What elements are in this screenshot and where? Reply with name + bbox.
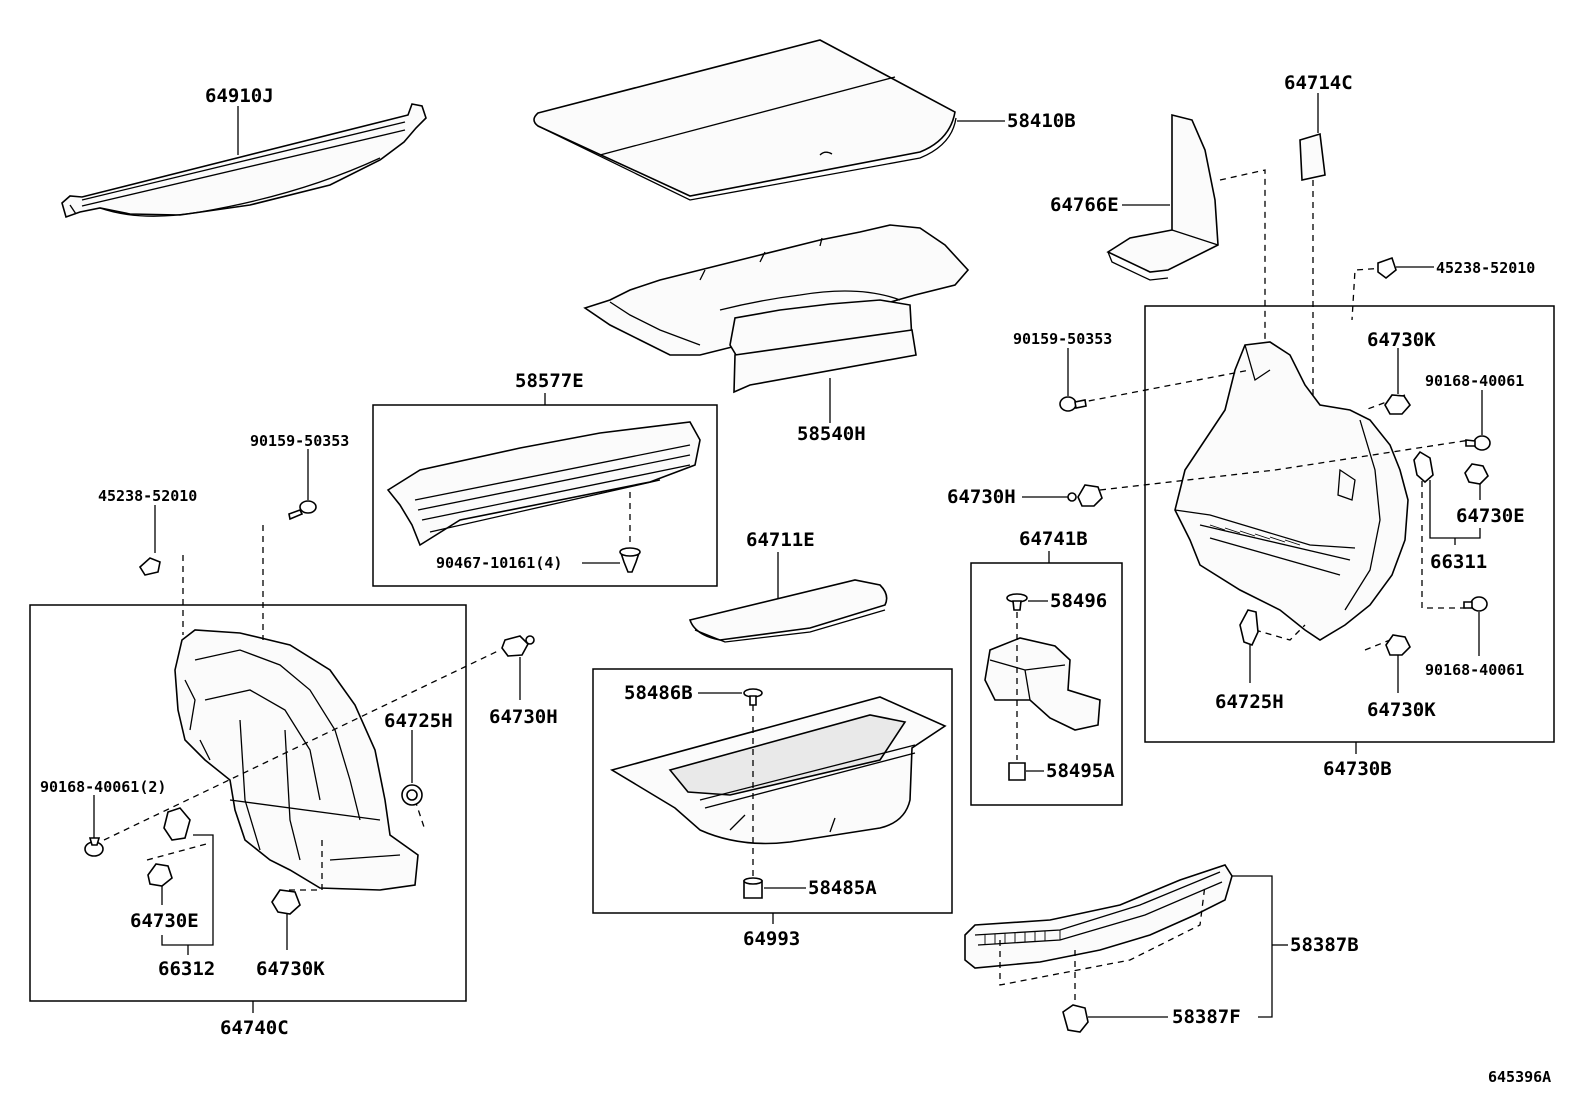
clip-58486B xyxy=(743,688,763,706)
screw-90168-40061-right-top xyxy=(1465,435,1491,451)
storage-tray-part xyxy=(609,696,947,845)
label-58387B: 58387B xyxy=(1290,934,1359,956)
dash-64725H-r xyxy=(1254,624,1306,641)
sill-plate-part xyxy=(386,421,701,547)
bracket-66312 xyxy=(161,834,214,946)
clip-64725H-right xyxy=(1239,609,1259,647)
diagram-id: 645396A xyxy=(1488,1068,1551,1086)
label-64730K-left: 64730K xyxy=(256,958,325,980)
dash-64730E-l xyxy=(146,842,211,861)
label-58577E: 58577E xyxy=(515,370,584,392)
clip-64730K-right-top xyxy=(1384,394,1412,415)
screw-90168-40061-left xyxy=(84,837,104,857)
dash-64730H-r xyxy=(1099,439,1471,491)
label-64740C: 64740C xyxy=(220,1017,289,1039)
dash-45238-r xyxy=(1351,267,1386,321)
label-90159-50353-right: 90159-50353 xyxy=(1013,330,1112,348)
screw-90168-40061-right-bottom xyxy=(1463,596,1488,612)
group-box-64730B xyxy=(1144,305,1555,743)
label-66311: 66311 xyxy=(1430,551,1487,573)
label-90168-40061-right-bottom: 90168-40061 xyxy=(1425,661,1524,679)
label-90159-50353-left: 90159-50353 xyxy=(250,432,349,450)
dash-90159-r xyxy=(1077,369,1251,404)
clip-64725H-left xyxy=(401,784,423,806)
label-64730K-right-top: 64730K xyxy=(1367,329,1436,351)
dash-64730H-l xyxy=(103,649,501,841)
label-64730B: 64730B xyxy=(1323,758,1392,780)
label-64714C: 64714C xyxy=(1284,72,1353,94)
bracket-58387B xyxy=(1232,875,1273,1018)
label-64766E: 64766E xyxy=(1050,194,1119,216)
label-64730H-left: 64730H xyxy=(489,706,558,728)
label-64730K-right-bottom: 64730K xyxy=(1367,699,1436,721)
label-90168-40061-2: 90168-40061(2) xyxy=(40,778,166,796)
screw-90159-50353-right xyxy=(1059,396,1087,412)
clip-58496 xyxy=(1006,593,1028,611)
label-45238-52010-left: 45238-52010 xyxy=(98,487,197,505)
clip-45238-52010-left xyxy=(138,557,161,576)
label-64910J: 64910J xyxy=(205,85,274,107)
bracket-box-part xyxy=(984,637,1101,731)
label-58387F: 58387F xyxy=(1172,1006,1241,1028)
partition-64766E xyxy=(1106,113,1219,281)
label-64730E-left: 64730E xyxy=(130,910,199,932)
label-64711E: 64711E xyxy=(746,529,815,551)
label-64725H-left: 64725H xyxy=(384,710,453,732)
right-side-trim-part xyxy=(1174,341,1409,641)
clip-64730E-right xyxy=(1464,463,1489,485)
label-58410B: 58410B xyxy=(1007,110,1076,132)
label-64741B: 64741B xyxy=(1019,528,1088,550)
label-66312: 66312 xyxy=(158,958,215,980)
dash-64725H-l xyxy=(414,799,426,831)
floor-tray-part xyxy=(583,224,970,394)
clip-58387F xyxy=(1062,1004,1089,1033)
clip-64730E-left xyxy=(147,863,173,887)
label-90168-40061-right-top: 90168-40061 xyxy=(1425,372,1524,390)
label-64725H-right: 64725H xyxy=(1215,691,1284,713)
clip-64730H-right xyxy=(1067,484,1103,507)
clip-45238-52010-right xyxy=(1377,256,1397,280)
label-64993: 64993 xyxy=(743,928,800,950)
label-64730H-right: 64730H xyxy=(947,486,1016,508)
clip-64730K-right-bottom xyxy=(1385,634,1411,656)
left-side-trim-part xyxy=(174,629,419,891)
dash-64730K-r2 xyxy=(1364,639,1391,651)
clip-90467-10161 xyxy=(619,547,641,573)
dash-64730K-l xyxy=(288,840,323,891)
dash-64730K-r1 xyxy=(1364,394,1406,411)
clip-66311 xyxy=(1413,450,1434,484)
dash-58387B xyxy=(999,884,1206,986)
clip-64730H-left xyxy=(501,635,535,657)
clip-66312 xyxy=(163,807,191,841)
tonneau-cover-part xyxy=(61,103,427,219)
grommet-58485A xyxy=(743,877,763,899)
scuff-plate-part xyxy=(964,864,1233,969)
label-58486B: 58486B xyxy=(624,682,693,704)
clip-64730K-left xyxy=(271,889,301,915)
deck-board-part xyxy=(533,39,957,201)
group-box-58577E xyxy=(372,404,718,587)
dash-66311 xyxy=(1421,470,1468,609)
label-58485A: 58485A xyxy=(808,877,877,899)
label-58496: 58496 xyxy=(1050,590,1107,612)
grommet-58495A xyxy=(1008,762,1026,781)
label-58540H: 58540H xyxy=(797,423,866,445)
label-58495A: 58495A xyxy=(1046,760,1115,782)
label-90467-10161: 90467-10161(4) xyxy=(436,554,562,572)
mat-part xyxy=(688,579,888,643)
group-box-64741B xyxy=(970,562,1123,806)
label-64730E-right: 64730E xyxy=(1456,505,1525,527)
group-box-64740C xyxy=(29,604,467,1002)
screw-90159-50353-left xyxy=(288,500,317,521)
cover-64714C xyxy=(1299,132,1326,181)
label-45238-52010-right: 45238-52010 xyxy=(1436,259,1535,277)
